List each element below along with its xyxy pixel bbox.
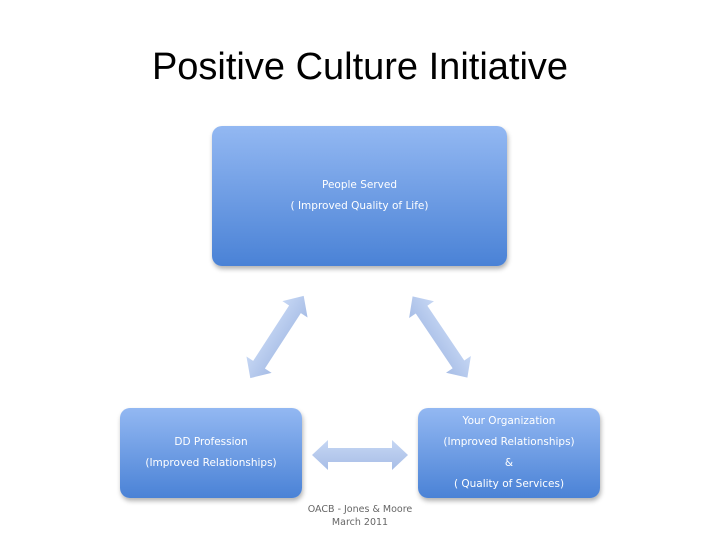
box-sublabel: (Improved Relationships)	[443, 436, 575, 448]
double-arrow-horizontal	[312, 440, 408, 470]
box-label: DD Profession	[174, 436, 248, 448]
box-sublabel: ( Quality of Services)	[453, 478, 565, 490]
slide-title: Positive Culture Initiative	[151, 46, 569, 88]
people-served-box: People Served ( Improved Quality of Life…	[212, 126, 507, 266]
box-label: Your Organization	[462, 415, 556, 427]
box-ampersand: &	[504, 457, 514, 469]
footer-date: March 2011	[331, 517, 389, 528]
dd-profession-box: DD Profession (Improved Relationships)	[120, 408, 302, 498]
double-arrow-right-diagonal	[409, 296, 471, 378]
box-sublabel: (Improved Relationships)	[145, 457, 277, 469]
box-label: People Served	[321, 179, 397, 191]
footer-authors: OACB - Jones & Moore	[307, 504, 413, 515]
footer: OACB - Jones & Moore March 2011	[260, 503, 460, 529]
double-arrow-left-diagonal	[246, 295, 308, 379]
box-sublabel: ( Improved Quality of Life)	[290, 200, 429, 212]
your-organization-box: Your Organization (Improved Relationship…	[418, 408, 600, 498]
